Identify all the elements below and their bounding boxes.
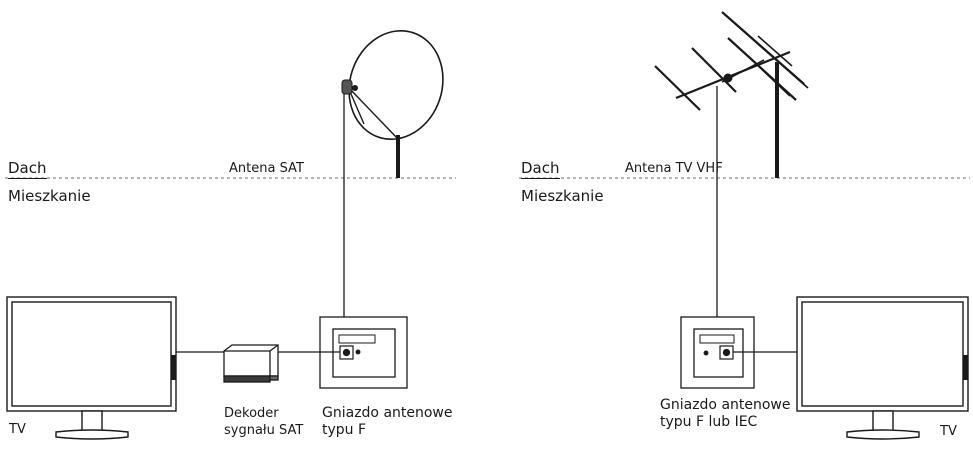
socket-label-left: Gniazdo antenowe typu F: [322, 405, 453, 439]
flat-label-right: Mieszkanie: [521, 187, 604, 205]
tv-label-right: TV: [940, 424, 957, 439]
tv-right-icon: [796, 296, 969, 440]
decoder-label-line2: sygnału SAT: [224, 423, 304, 438]
vhf-antenna-icon: [654, 11, 809, 178]
decoder-box-icon: [223, 344, 279, 383]
socket-label-right: Gniazdo antenowe typu F lub IEC: [660, 397, 791, 431]
socket-label-right-line2: typu F lub IEC: [660, 414, 758, 430]
decoder-label-line1: Dekoder: [224, 406, 279, 421]
antenna-label-sat: Antena SAT: [229, 161, 304, 176]
socket-label-left-line2: typu F: [322, 422, 367, 438]
tv-left-icon: [6, 296, 177, 440]
socket-label-left-line1: Gniazdo antenowe: [322, 405, 453, 421]
flat-label-left: Mieszkanie: [8, 187, 91, 205]
socket-label-right-line1: Gniazdo antenowe: [660, 397, 791, 413]
antenna-label-vhf: Antena TV VHF: [625, 161, 723, 176]
roof-label-left: Dach: [8, 159, 47, 179]
roof-label-right: Dach: [521, 159, 560, 179]
tv-label-left: TV: [9, 422, 26, 437]
decoder-label: Dekoder sygnału SAT: [224, 405, 303, 439]
satellite-dish-icon: [341, 29, 444, 178]
